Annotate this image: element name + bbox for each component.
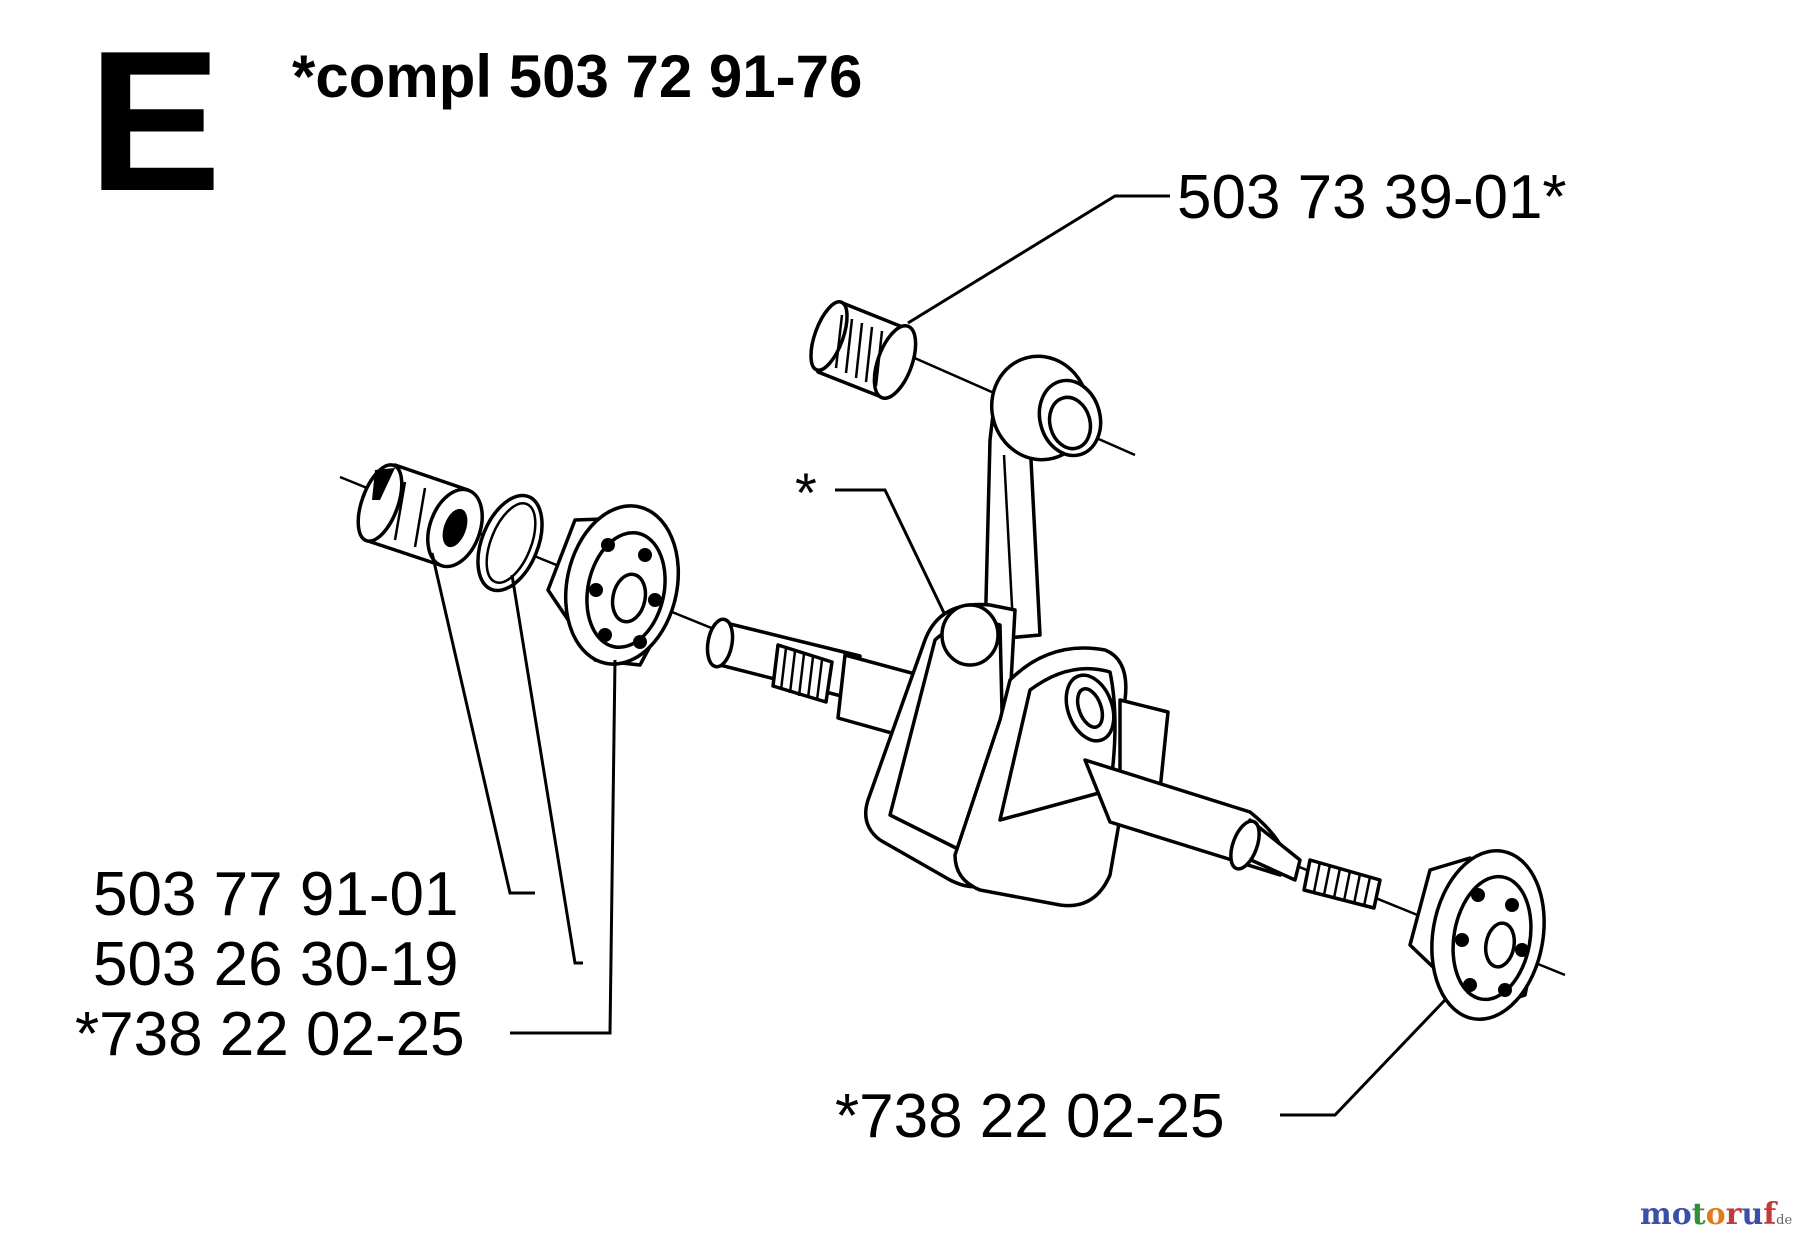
callout-seal: 503 77 91-01 bbox=[93, 860, 458, 929]
callout-bearing-right: *738 22 02-25 bbox=[835, 1082, 1225, 1151]
section-letter: E bbox=[88, 10, 221, 233]
seal-ring bbox=[356, 463, 484, 569]
svg-text:motoruf: motoruf bbox=[1640, 1197, 1778, 1232]
ball-bearing-right bbox=[1408, 848, 1546, 1022]
callout-crankshaft-mark: * bbox=[795, 461, 817, 524]
connecting-rod bbox=[983, 354, 1103, 642]
crankshaft bbox=[705, 602, 1382, 910]
assembly-title: *compl 503 72 91-76 bbox=[292, 43, 862, 110]
leader-lines bbox=[430, 194, 1447, 1117]
svg-text:.de: .de bbox=[1772, 1213, 1792, 1228]
needle-bearing bbox=[809, 300, 918, 400]
watermark-logo: motoruf .de bbox=[1640, 1197, 1792, 1232]
ball-bearing-left bbox=[546, 504, 681, 667]
callout-o-ring: 503 26 30-19 bbox=[93, 930, 458, 999]
o-ring bbox=[476, 493, 544, 593]
callout-small-end-bearing: 503 73 39-01* bbox=[1177, 163, 1567, 232]
callout-bearing-left: *738 22 02-25 bbox=[75, 1000, 465, 1069]
